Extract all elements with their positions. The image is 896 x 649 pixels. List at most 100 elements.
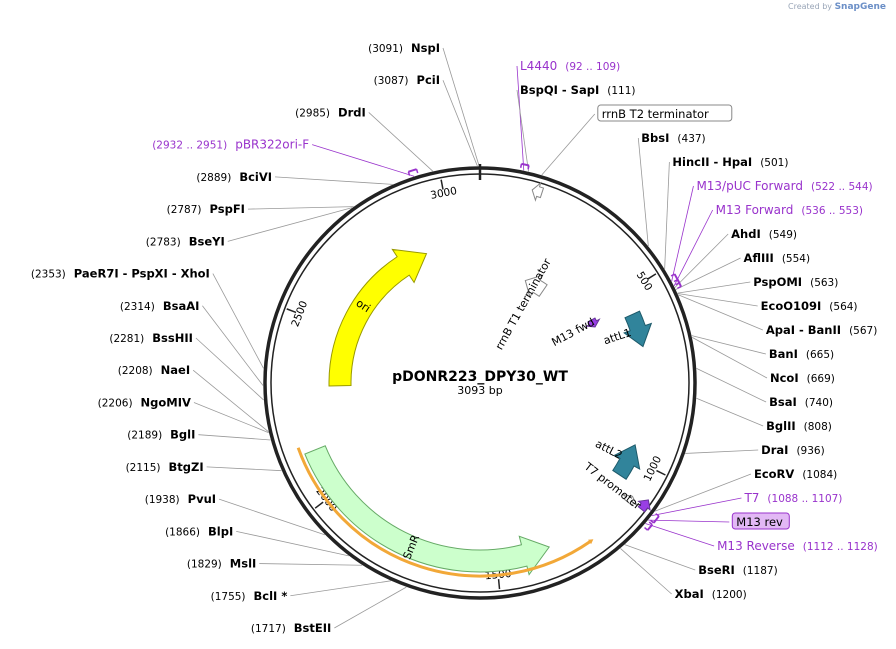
site-pos-m13-reverse: (1112 .. 1128) (803, 541, 878, 553)
site-bcivi[interactable]: (2889)BciVI (196, 170, 272, 184)
site-name-t7: T7 (743, 491, 759, 505)
site-text-l4440: L4440(92 .. 109) (520, 59, 620, 73)
site-btgzi[interactable]: (2115)BtgZI (126, 460, 204, 474)
site-pos-btgzi: (2115) (126, 462, 161, 474)
site-name-apai-banii: ApaI - BanII (766, 323, 841, 337)
site-ngomiv[interactable]: (2206)NgoMIV (98, 395, 191, 409)
site-bsaai[interactable]: (2314)BsaAI (120, 299, 199, 313)
site-bani[interactable]: BanI(665) (769, 347, 834, 361)
site-pos-pspomi: (563) (810, 277, 838, 289)
site-pos-m13-puc-forward: (522 .. 544) (811, 181, 873, 193)
site-name-ncoi: NcoI (770, 371, 799, 385)
site-m13-rev[interactable]: M13 rev (731, 512, 790, 530)
site-text-bsai: BsaI(740) (769, 395, 833, 409)
site-hincii-hpai[interactable]: HincII - HpaI(501) (672, 155, 788, 169)
site-pos-bsteii: (1717) (251, 623, 286, 635)
leader-bseyi (227, 207, 353, 242)
site-rrnb-t2-terminator[interactable]: rrnB T2 terminator (597, 104, 733, 122)
site-text-bsaai: (2314)BsaAI (120, 299, 199, 313)
feature-T7_site (637, 499, 651, 513)
site-pos-pcii: (3087) (374, 75, 409, 87)
site-bgli[interactable]: (2189)BglI (127, 428, 195, 442)
tick-1500 (497, 579, 501, 590)
site-pcii[interactable]: (3087)PciI (374, 73, 440, 87)
site-text-nspi: (3091)NspI (368, 41, 440, 55)
site-pos-naei: (2208) (118, 365, 153, 377)
site-l4440[interactable]: L4440(92 .. 109) (520, 59, 620, 73)
site-bseri[interactable]: BseRI(1187) (698, 563, 777, 577)
primer-bars (407, 162, 682, 531)
p-M13rev-cap-end (644, 526, 649, 531)
leader-ncoi (691, 337, 768, 379)
feature-attL2 (612, 444, 641, 480)
site-name-drai: DraI (761, 443, 788, 457)
site-text-bsteii: (1717)BstEII (251, 621, 331, 635)
site-apai-banii[interactable]: ApaI - BanII(567) (766, 323, 877, 337)
site-text-ecoo109i: EcoO109I(564) (761, 299, 858, 313)
site-text-ngomiv: (2206)NgoMIV (98, 395, 191, 409)
site-name-rrnb-t2-terminator: rrnB T2 terminator (602, 107, 709, 121)
site-drai[interactable]: DraI(936) (761, 443, 825, 457)
site-xbai[interactable]: XbaI(1200) (675, 587, 747, 601)
tick-2000 (314, 501, 324, 509)
site-ecorv[interactable]: EcoRV(1084) (754, 467, 837, 481)
site-t7[interactable]: T7 (1088 .. 1107) (743, 491, 842, 505)
site-text-bsshii: (2281)BssHII (109, 331, 193, 345)
site-pos-drdi: (2985) (295, 107, 330, 119)
site-m13-puc-forward[interactable]: M13/pUC Forward(522 .. 544) (696, 179, 872, 193)
site-bbsi[interactable]: BbsI(437) (641, 131, 705, 145)
site-naei[interactable]: (2208)NaeI (118, 363, 190, 377)
site-paer7i-pspxi-xhoi[interactable]: (2353)PaeR7I - PspXI - XhoI (31, 267, 210, 281)
tick-label-2500: 2500 (289, 299, 310, 328)
site-drdi[interactable]: (2985) DrdI (295, 105, 366, 119)
site-text-xbai: XbaI(1200) (675, 587, 747, 601)
site-bglii[interactable]: BglII(808) (766, 419, 832, 433)
site-ahdi[interactable]: AhdI(549) (731, 227, 797, 241)
site-pos-msli: (1829) (187, 559, 222, 571)
site-m13-reverse[interactable]: M13 Reverse(1112 .. 1128) (717, 539, 878, 553)
plasmid-length: 3093 bp (457, 384, 502, 397)
site-pos-bgli: (2189) (127, 430, 162, 442)
site-box-rrnb-t2-terminator (597, 104, 733, 122)
site-ncoi[interactable]: NcoI(669) (770, 371, 835, 385)
site-pos-bcli: (1755) (211, 591, 246, 603)
leader-apai-banii (678, 294, 763, 331)
site-pos-bsaai: (2314) (120, 301, 155, 313)
site-nspi[interactable]: (3091)NspI (368, 41, 440, 55)
site-bseyi[interactable]: (2783)BseYI (146, 234, 225, 248)
site-bsshii[interactable]: (2281)BssHII (109, 331, 193, 345)
site-msli[interactable]: (1829)MslI (187, 557, 256, 571)
site-pos-bseri: (1187) (743, 565, 778, 577)
site-afliii[interactable]: AflIII(554) (744, 251, 811, 265)
site-m13-forward[interactable]: M13 Forward(536 .. 553) (716, 203, 863, 217)
feature-attL1 (623, 310, 653, 348)
site-text-bseyi: (2783)BseYI (146, 234, 225, 248)
site-bspqi-sapi[interactable]: BspQI - SapI(111) (520, 83, 635, 97)
site-text-paer7i-pspxi-xhoi: (2353)PaeR7I - PspXI - XhoI (31, 267, 210, 281)
site-pspfi[interactable]: (2787) PspFI (167, 202, 245, 216)
site-name-bsshii: BssHII (152, 331, 193, 345)
leader-ecorv (655, 473, 752, 512)
site-name-drdi: DrdI (338, 105, 366, 119)
site-name-m13-forward: M13 Forward (716, 203, 794, 217)
tick-500 (647, 273, 657, 280)
site-text-drai: DraI(936) (761, 443, 825, 457)
leader-m13-forward (673, 209, 714, 287)
p-pBR322-cap-end (415, 169, 419, 174)
site-pos-pspfi: (2787) (167, 204, 202, 216)
site-blpi[interactable]: (1866)BlpI (165, 524, 233, 538)
site-name-pspfi: PspFI (210, 202, 245, 216)
site-bsteii[interactable]: (1717)BstEII (251, 621, 331, 635)
site-pvui[interactable]: (1938)PvuI (145, 492, 216, 506)
site-bcli[interactable]: (1755)BclI * (211, 589, 288, 603)
site-pbr322ori-f[interactable]: (2932 .. 2951)pBR322ori-F (152, 138, 309, 152)
site-pos-t7: (1088 .. 1107) (767, 493, 842, 505)
site-ecoo109i[interactable]: EcoO109I(564) (761, 299, 858, 313)
site-name-m13-rev: M13 rev (736, 515, 783, 529)
leader-msli (259, 563, 363, 566)
leader-ngomiv (193, 402, 269, 434)
site-bsai[interactable]: BsaI(740) (769, 395, 833, 409)
site-pspomi[interactable]: PspOMI(563) (753, 275, 838, 289)
site-labels[interactable]: L4440(92 .. 109) BspQI - SapI(111) rrnB T2… (31, 41, 878, 635)
leader-xbai (620, 548, 672, 595)
